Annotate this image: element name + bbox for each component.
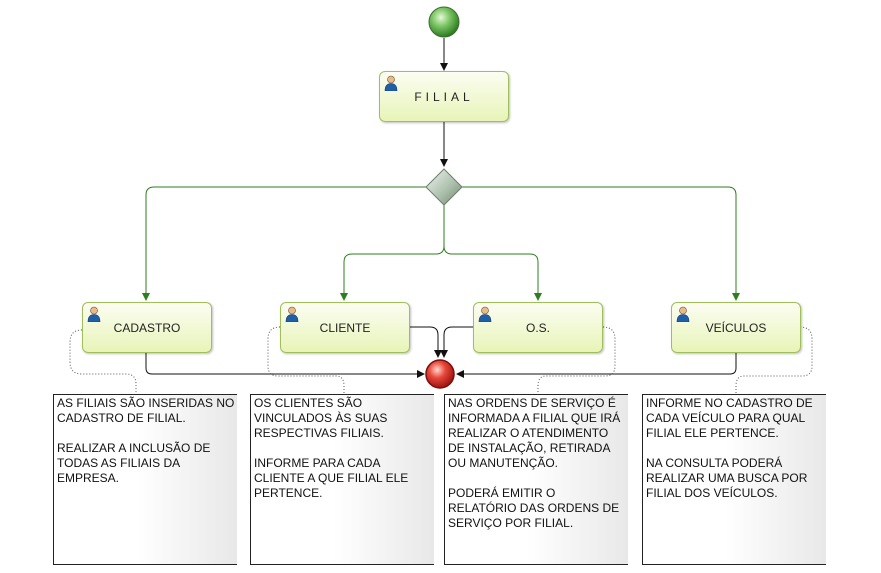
- start-event[interactable]: [428, 6, 460, 38]
- flow-gateway-to-os[interactable]: [443, 245, 542, 301]
- task-label: VEÍCULOS: [705, 320, 767, 335]
- user-icon: [384, 75, 398, 91]
- flow-os-to-end[interactable]: [440, 326, 473, 358]
- task-label: CADASTRO: [113, 320, 181, 335]
- task-label: O.S.: [525, 320, 550, 335]
- annotation-cadastro: AS FILIAIS SÃO INSERIDAS NO CADASTRO DE …: [53, 394, 237, 565]
- annotation-cliente: OS CLIENTES SÃO VINCULADOS ÀS SUAS RESPE…: [250, 394, 434, 565]
- user-icon: [87, 306, 101, 322]
- task-filial[interactable]: FILIAL: [379, 71, 509, 122]
- task-veiculos[interactable]: VEÍCULOS: [671, 302, 801, 353]
- task-cliente[interactable]: CLIENTE: [280, 302, 410, 353]
- annotation-paragraph: NAS ORDENS DE SERVIÇO É INFORMADA A FILI…: [448, 396, 621, 470]
- annotation-paragraph: INFORME NO CADASTRO DE CADA VEÍCULO PARA…: [646, 396, 813, 440]
- task-label: CLIENTE: [319, 320, 371, 335]
- association-os-note: [537, 326, 616, 394]
- annotation-os: NAS ORDENS DE SERVIÇO É INFORMADA A FILI…: [444, 394, 628, 565]
- flow-veiculos-to-end[interactable]: [456, 353, 737, 378]
- user-icon: [478, 306, 492, 322]
- task-os[interactable]: O.S.: [473, 302, 603, 353]
- flow-cadastro-to-end[interactable]: [145, 353, 425, 378]
- association-cadastro-note: [69, 329, 137, 394]
- annotation-paragraph: AS FILIAIS SÃO INSERIDAS NO CADASTRO DE …: [57, 396, 235, 425]
- annotation-paragraph: REALIZAR A INCLUSÃO DE TODAS AS FILIAIS …: [57, 441, 211, 485]
- task-cadastro[interactable]: CADASTRO: [82, 302, 212, 353]
- annotation-paragraph: OS CLIENTES SÃO VINCULADOS ÀS SUAS RESPE…: [254, 396, 388, 440]
- exclusive-gateway[interactable]: [425, 168, 463, 206]
- annotation-veiculos: INFORME NO CADASTRO DE CADA VEÍCULO PARA…: [642, 394, 826, 565]
- flow-gateway-to-cadastro[interactable]: [142, 186, 427, 301]
- user-icon: [285, 306, 299, 322]
- task-label: FILIAL: [414, 89, 474, 104]
- flow-gateway-to-veiculos[interactable]: [461, 186, 740, 301]
- flow-gateway-to-cliente[interactable]: [340, 204, 445, 301]
- annotation-paragraph: PODERÁ EMITIR O RELATÓRIO DAS ORDENS DE …: [448, 486, 620, 530]
- flow-cliente-to-end[interactable]: [410, 326, 442, 358]
- annotation-paragraph: NA CONSULTA PODERÁ REALIZAR UMA BUSCA PO…: [646, 456, 808, 500]
- user-icon: [676, 306, 690, 322]
- annotation-paragraph: INFORME PARA CADA CLIENTE A QUE FILIAL E…: [254, 456, 409, 500]
- end-event[interactable]: [425, 359, 455, 389]
